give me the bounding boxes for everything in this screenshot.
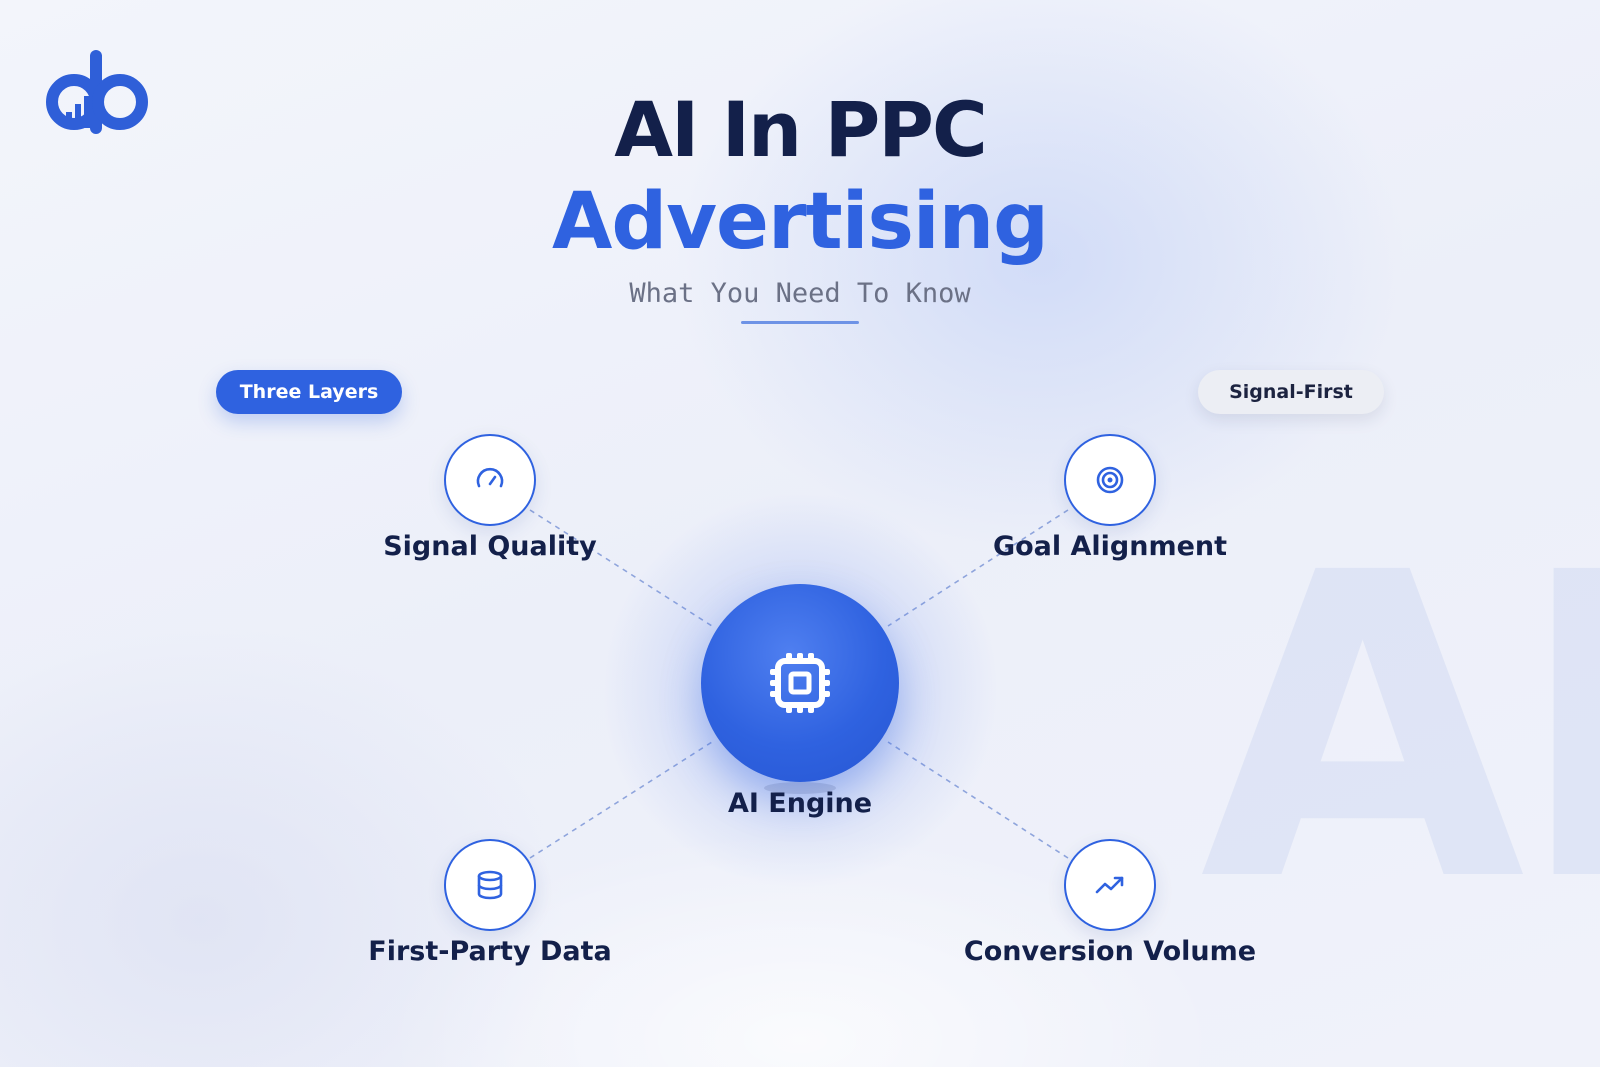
database-icon — [477, 870, 503, 900]
title-line-2: Advertising — [552, 177, 1049, 267]
conversion-volume-label: Conversion Volume — [963, 936, 1257, 967]
brand-logo — [46, 50, 148, 134]
core-shadow — [764, 782, 836, 794]
first-party-data-label: First-Party Data — [368, 936, 612, 967]
goal-alignment-label: Goal Alignment — [992, 531, 1228, 562]
subtitle: What You Need To Know — [629, 278, 971, 309]
ai-engine-label: AI Engine — [727, 788, 873, 819]
subtitle-underline — [741, 321, 859, 324]
conversion-volume-node — [1064, 839, 1156, 931]
first-party-data-node — [444, 839, 536, 931]
chip-icon — [770, 653, 830, 713]
gauge-icon — [476, 467, 504, 488]
signal-quality-label: Signal Quality — [383, 531, 597, 562]
goal-alignment-node — [1064, 434, 1156, 526]
tag-three-layers: Three Layers — [216, 370, 402, 414]
title-line-1: AI In PPC — [614, 85, 988, 174]
signal-quality-node — [444, 434, 536, 526]
target-icon — [1096, 466, 1124, 494]
tag-signal-first: Signal-First — [1198, 370, 1384, 414]
watermark-text: AI — [1200, 485, 1600, 974]
trend-up-icon — [1095, 876, 1124, 894]
ai-engine-core — [701, 584, 899, 782]
